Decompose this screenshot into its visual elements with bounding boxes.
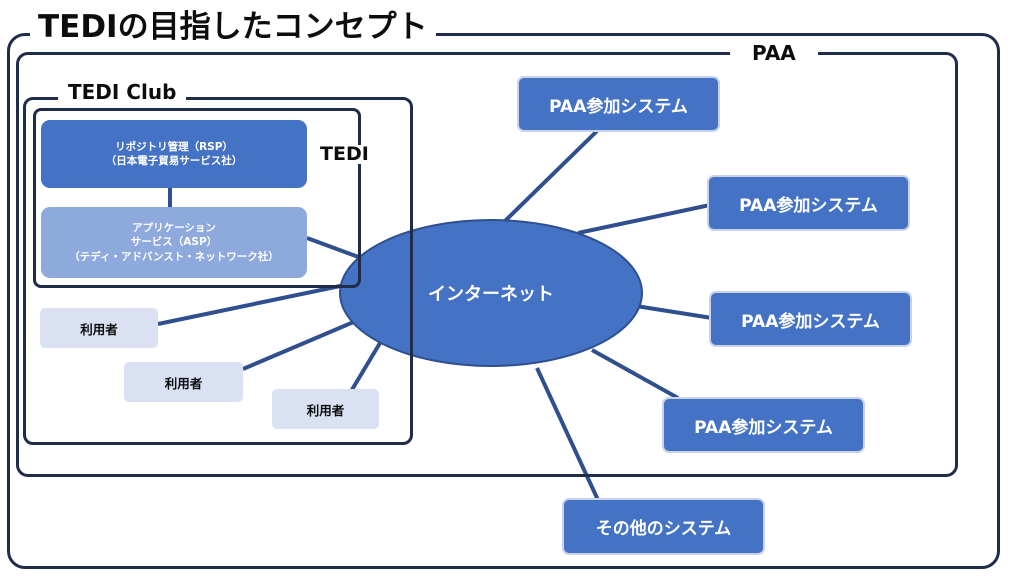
- internet-ellipse: [339, 219, 643, 367]
- other-system-box: その他のシステム: [562, 498, 765, 555]
- rsp-box: リポジトリ管理（RSP） （日本電子貿易サービス社）: [41, 120, 307, 188]
- concept-frame: [7, 33, 1000, 569]
- paa-system-box: PAA参加システム: [517, 76, 720, 132]
- link-user2-internet: [242, 316, 364, 371]
- tedi-club-frame: [23, 97, 413, 445]
- user-box: 利用者: [40, 308, 158, 348]
- internet-label: インターネット: [428, 284, 554, 305]
- link-paa4-internet: [591, 348, 679, 400]
- page-title: TEDIの目指したコンセプト: [30, 12, 436, 43]
- link-user3-internet: [348, 336, 385, 395]
- paa-system-box: PAA参加システム: [709, 291, 912, 347]
- paa-label: PAA: [730, 43, 818, 63]
- user-box: 利用者: [272, 389, 379, 429]
- asp-line3: （テディ・アドバンスト・ネットワーク社）: [69, 250, 279, 263]
- link-paa3-internet: [635, 304, 713, 320]
- link-paa1-internet: [503, 129, 599, 223]
- tedi-club-label: TEDI Club: [58, 82, 187, 102]
- paa-system-box: PAA参加システム: [662, 397, 865, 453]
- asp-line2: サービス（ASP）: [130, 236, 218, 249]
- tedi-frame: [33, 108, 361, 288]
- link-user1-internet: [157, 283, 346, 326]
- rsp-line2: （日本電子貿易サービス社）: [105, 155, 243, 167]
- paa-system-box: PAA参加システム: [707, 175, 910, 231]
- paa-frame: [16, 52, 958, 477]
- asp-line1: アプリケーション: [132, 222, 216, 235]
- link-paa2-internet: [577, 203, 711, 235]
- link-other-internet: [535, 367, 600, 501]
- asp-box: アプリケーション サービス（ASP） （テディ・アドバンスト・ネットワーク社）: [41, 207, 307, 278]
- user-box: 利用者: [124, 362, 243, 402]
- tedi-label: TEDI: [314, 145, 375, 164]
- rsp-line1: リポジトリ管理（RSP）: [115, 140, 233, 153]
